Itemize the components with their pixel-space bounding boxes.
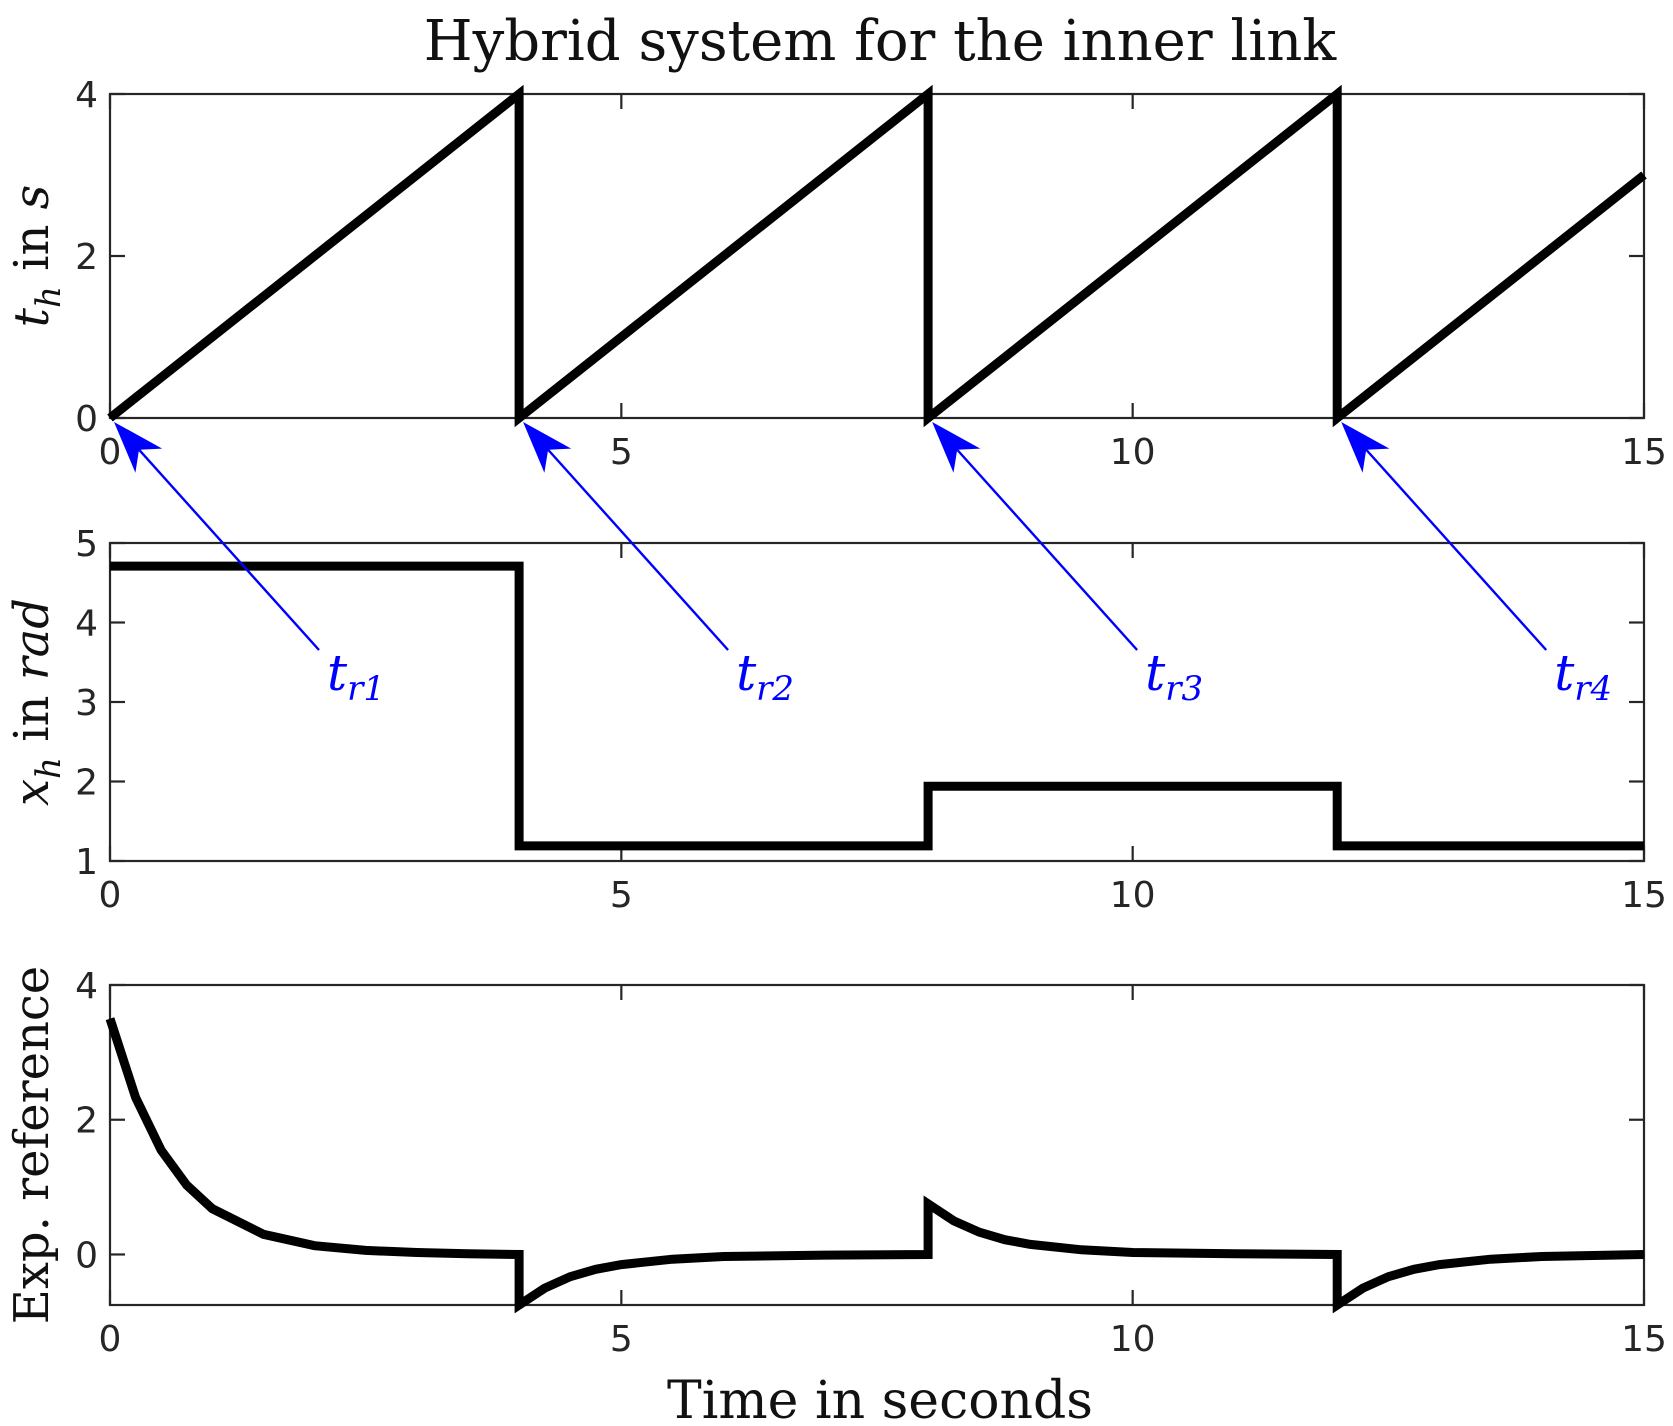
y-tick-label: 2 xyxy=(75,763,98,804)
x-tick-label: 0 xyxy=(99,875,122,916)
axes-box xyxy=(108,983,1646,1307)
x-tick-label: 5 xyxy=(610,432,633,473)
chart-title: Hybrid system for the inner link xyxy=(424,9,1337,74)
y-tick-label: 4 xyxy=(75,604,98,645)
annotation-label: tr4 xyxy=(1554,644,1612,709)
series-line-1 xyxy=(107,84,1647,428)
subplot-3: 0 5 10 15 0 2 4 Exp. reference xyxy=(4,966,1667,1360)
x-tick-label: 10 xyxy=(1110,875,1156,916)
annotation-label: tr2 xyxy=(736,644,794,709)
subplot-1: 0 5 10 15 0 2 4 th in s xyxy=(4,75,1667,473)
annotation-label: tr3 xyxy=(1145,644,1203,709)
reset-annotations: tr1 tr2 tr3 tr4 xyxy=(114,422,1612,709)
x-tick-label: 10 xyxy=(1110,432,1156,473)
annotation-r2: tr2 xyxy=(523,422,794,709)
x-tick-label: 10 xyxy=(1110,1319,1156,1360)
x-tick-label: 5 xyxy=(610,1319,633,1360)
axes-box xyxy=(108,541,1646,863)
x-tick-label: 15 xyxy=(1621,1319,1667,1360)
y-tick-label: 2 xyxy=(75,237,98,278)
y-tick-label: 3 xyxy=(75,683,98,724)
y-axis-label: Exp. reference xyxy=(4,966,60,1324)
annotation-label: tr1 xyxy=(327,644,385,709)
y-tick-label: 5 xyxy=(75,524,98,565)
y-tick-label: 0 xyxy=(75,399,98,440)
x-tick-label: 15 xyxy=(1621,875,1667,916)
annotation-arrow-line xyxy=(1350,432,1548,651)
x-tick-label: 0 xyxy=(99,1319,122,1360)
x-tick-label: 5 xyxy=(610,875,633,916)
y-tick-label: 1 xyxy=(75,842,98,883)
annotation-arrowhead xyxy=(1341,422,1390,473)
y-axis-label: xh in rad xyxy=(4,598,69,806)
annotation-arrow-line xyxy=(941,432,1139,651)
x-tick-label: 0 xyxy=(99,432,122,473)
annotation-r1: tr1 xyxy=(114,422,385,709)
axes-box xyxy=(108,92,1646,420)
y-tick-label: 0 xyxy=(75,1235,98,1276)
annotation-arrowhead xyxy=(114,422,163,473)
series-line-1 xyxy=(105,1017,1645,1314)
annotation-arrow-line xyxy=(532,432,729,651)
annotation-arrow-line xyxy=(123,432,320,651)
series-line-1 xyxy=(110,561,1644,851)
annotation-r3: tr3 xyxy=(932,422,1203,709)
y-tick-label: 4 xyxy=(75,75,98,116)
y-axis-label: th in s xyxy=(4,185,69,328)
annotation-arrowhead xyxy=(523,422,572,473)
y-tick-label: 2 xyxy=(75,1101,98,1142)
x-tick-label: 15 xyxy=(1621,432,1667,473)
y-tick-label: 4 xyxy=(75,966,98,1007)
x-axis-label: Time in seconds xyxy=(667,1371,1093,1426)
annotation-r4: tr4 xyxy=(1341,422,1612,709)
annotation-arrowhead xyxy=(932,422,981,473)
